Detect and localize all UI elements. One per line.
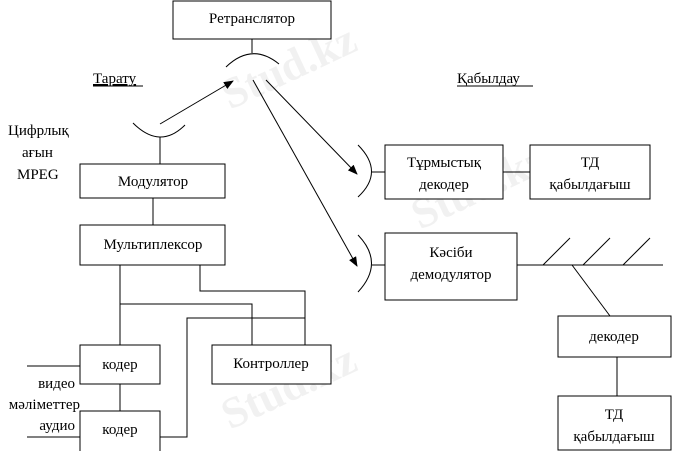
receiver-dish-icon — [357, 234, 372, 293]
connector — [120, 303, 253, 345]
video-coder-box — [79, 344, 161, 385]
multiplexer-label: Мультиплексор — [104, 237, 203, 253]
downlink-arrow-home — [265, 79, 358, 175]
connector — [160, 317, 305, 438]
modulator-box — [79, 163, 226, 199]
tv-receiver-1-label-2: қабылдағыш — [549, 177, 631, 193]
tv-receiver-box-1 — [529, 144, 651, 200]
input-label-data: мәліметтер — [9, 397, 80, 413]
pro-demodulator-box — [384, 232, 518, 301]
stream-label-1: Цифрлық — [8, 123, 69, 139]
uplink-arrow — [159, 80, 234, 125]
downlink-arrow-pro — [252, 79, 358, 267]
tv-receiver-1-label-1: ТД — [581, 155, 599, 171]
pro-demodulator-label-2: демодулятор — [410, 267, 491, 283]
audio-coder-label: кодер — [102, 422, 137, 438]
bus-tap — [542, 237, 571, 266]
relay-label: Ретранслятор — [209, 11, 295, 27]
tv-receiver-2-label-1: ТД — [605, 407, 623, 423]
receive-heading: Қабылдау — [457, 71, 520, 87]
audio-coder-box — [79, 410, 161, 451]
tv-receiver-2-label-2: қабылдағыш — [573, 429, 655, 445]
modulator-label: Модулятор — [118, 174, 188, 190]
home-decoder-label-2: декодер — [419, 177, 469, 193]
receiver-dish-icon — [357, 144, 372, 198]
input-label-audio: аудио — [39, 418, 75, 434]
relay-dish-icon — [225, 53, 280, 68]
bus-tap — [622, 237, 651, 266]
connector — [571, 264, 611, 317]
stream-label-3: MPEG — [17, 167, 59, 183]
transmit-dish-icon — [132, 122, 186, 138]
transmit-heading: Тарату — [93, 71, 137, 87]
stream-label-2: ағын — [22, 145, 53, 161]
input-label-video: видео — [38, 376, 75, 392]
decoder-label: декодер — [589, 329, 639, 345]
controller-box — [211, 344, 332, 385]
controller-label: Контроллер — [233, 356, 308, 372]
multiplexer-box — [79, 224, 226, 266]
bus-tap — [582, 237, 611, 266]
home-decoder-box — [384, 144, 504, 200]
relay-box — [172, 0, 332, 40]
video-coder-label: кодер — [102, 357, 137, 373]
decoder-box — [557, 315, 672, 358]
pro-demodulator-label-1: Кәсіби — [429, 245, 472, 261]
tv-receiver-box-2 — [557, 395, 672, 451]
home-decoder-label-1: Тұрмыстық — [407, 155, 482, 171]
